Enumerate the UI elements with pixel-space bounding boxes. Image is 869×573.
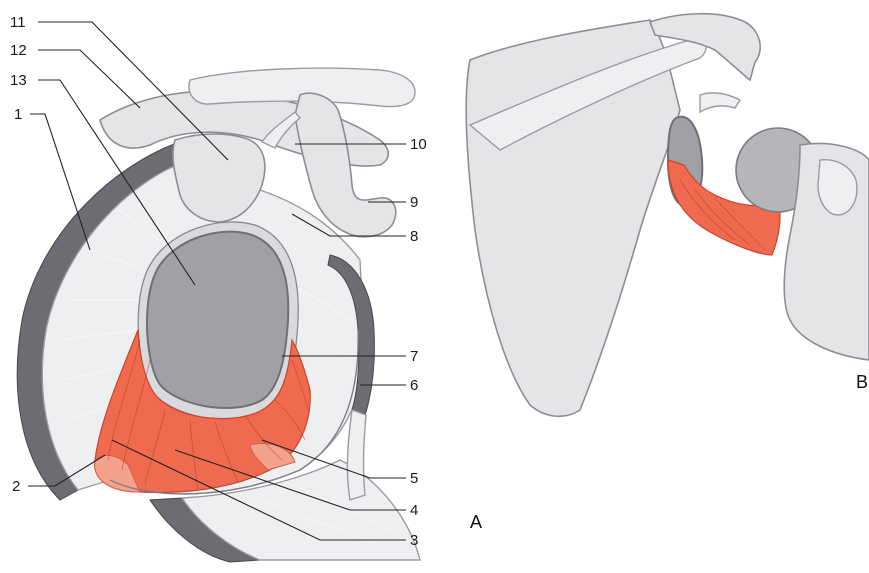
callout-1: 1 bbox=[14, 106, 22, 123]
callout-7: 7 bbox=[410, 348, 418, 365]
deltoid-stripe bbox=[347, 410, 366, 500]
panel-label-b: B bbox=[856, 372, 868, 392]
glenoid-cartilage bbox=[147, 232, 288, 408]
callout-6: 6 bbox=[410, 377, 418, 394]
callout-4: 4 bbox=[410, 502, 418, 519]
callout-12: 12 bbox=[10, 42, 27, 59]
callout-2: 2 bbox=[12, 478, 20, 495]
callout-8: 8 bbox=[410, 228, 418, 245]
panel-label-a: A bbox=[470, 512, 482, 532]
coracoid-b bbox=[700, 93, 740, 112]
callout-10: 10 bbox=[410, 136, 427, 153]
callout-11: 11 bbox=[10, 14, 26, 31]
panel-a-illustration bbox=[17, 68, 420, 562]
callout-9: 9 bbox=[410, 194, 418, 211]
callout-13: 13 bbox=[10, 72, 27, 89]
callout-5: 5 bbox=[410, 470, 418, 487]
panel-b-illustration bbox=[466, 14, 869, 417]
callout-3: 3 bbox=[410, 532, 418, 549]
leader-12 bbox=[38, 50, 140, 108]
